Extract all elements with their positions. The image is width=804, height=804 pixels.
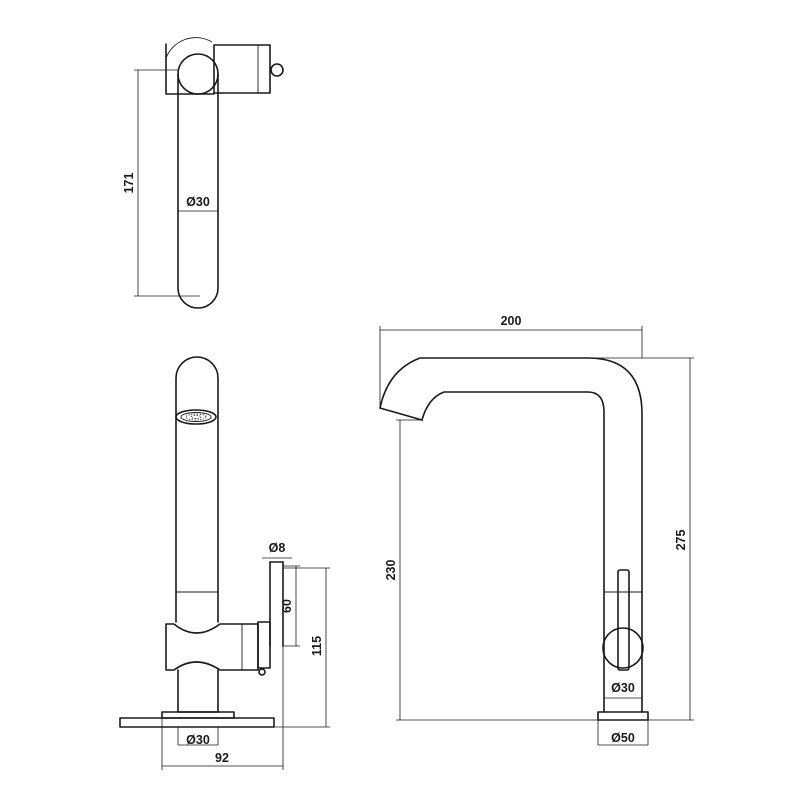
front-view-base: [597, 711, 649, 721]
dim-200-label: 200: [501, 314, 522, 328]
front-view: 200 230 275 Ø30 Ø50: [379, 314, 694, 746]
dim-d50-label: Ø50: [611, 731, 635, 745]
top-view-lever-block: [213, 44, 271, 94]
dim-top-d30-label: Ø30: [186, 195, 210, 209]
front-view-spout-outer: [379, 357, 643, 713]
side-view-aerator-inner: [180, 412, 212, 422]
top-view-base-arc: [165, 37, 213, 59]
top-view-body: [177, 73, 219, 309]
side-view-mixer-body: [165, 623, 259, 671]
side-view-lever-ring: [257, 621, 271, 669]
side-view-aerator-mesh: [185, 413, 207, 421]
dim-275-label: 275: [674, 530, 688, 551]
front-view-spout-inner: [421, 391, 605, 713]
top-view-lever-knob: [270, 63, 284, 77]
side-view-column: [177, 669, 219, 713]
front-view-spout-tip: [379, 407, 423, 421]
top-view-cap: [177, 53, 219, 95]
top-view-housing: [165, 43, 215, 95]
side-view-spout: [175, 356, 219, 623]
dim-side-d30-label: Ø30: [186, 733, 210, 747]
side-view-lever-dot: [258, 668, 266, 676]
front-view-lever: [617, 569, 630, 671]
dim-92-label: 92: [215, 751, 229, 765]
front-view-handle: [602, 627, 644, 669]
side-view-base-plate: [161, 711, 235, 719]
dim-115-label: 115: [310, 636, 324, 656]
side-view-aerator: [175, 409, 217, 425]
dim-front-d30-label: Ø30: [611, 681, 635, 695]
side-view: Ø8 60 115 Ø30 92: [119, 356, 330, 770]
dim-d8-label: Ø8: [269, 541, 286, 555]
dim-171-label: 171: [122, 173, 136, 194]
side-view-deck: [119, 717, 275, 728]
top-view: 171 Ø30: [122, 37, 284, 309]
dim-230-label: 230: [384, 560, 398, 581]
dim-60-label: 60: [280, 599, 294, 613]
